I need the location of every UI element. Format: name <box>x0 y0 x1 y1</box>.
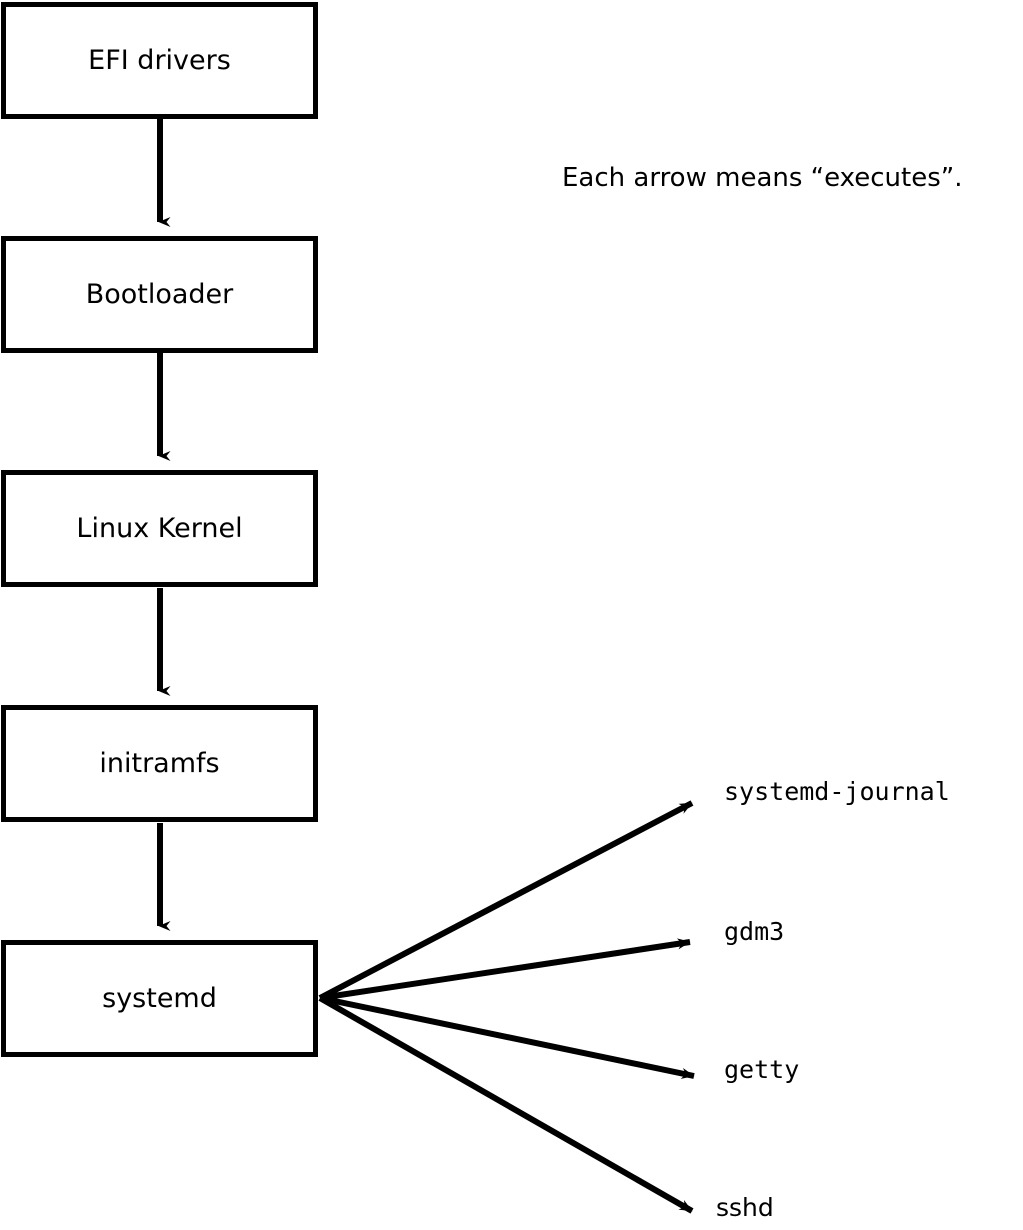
node-label-efi-drivers: EFI drivers <box>88 45 231 76</box>
node-label-systemd: systemd <box>102 983 217 1014</box>
node-initramfs: initramfs <box>1 705 318 822</box>
fanout-arrow-sshd <box>318 995 694 1214</box>
service-label-sshd: sshd <box>716 1193 774 1222</box>
service-label-gdm3: gdm3 <box>724 917 785 946</box>
service-label-systemd-journal: systemd-journal <box>724 777 950 806</box>
node-label-initramfs: initramfs <box>99 748 220 779</box>
node-efi-drivers: EFI drivers <box>1 2 318 119</box>
node-bootloader: Bootloader <box>1 236 318 353</box>
diagram-caption: Each arrow means “executes”. <box>562 163 963 193</box>
node-systemd: systemd <box>1 940 318 1057</box>
fanout-arrow-gdm3 <box>319 938 691 1001</box>
fanout-arrow-getty <box>319 995 695 1079</box>
node-linux-kernel: Linux Kernel <box>1 470 318 587</box>
fanout-arrow-systemd-journal <box>318 800 694 1001</box>
node-label-linux-kernel: Linux Kernel <box>76 513 243 544</box>
node-label-bootloader: Bootloader <box>85 279 234 310</box>
service-label-getty: getty <box>724 1055 800 1084</box>
